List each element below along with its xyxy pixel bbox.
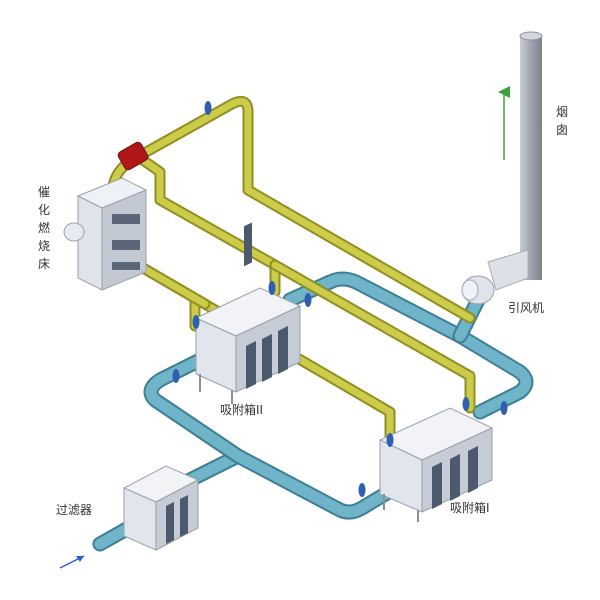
chimney <box>487 31 543 291</box>
valve <box>204 101 212 115</box>
svg-text:化: 化 <box>38 203 50 217</box>
svg-text:催: 催 <box>38 185 50 199</box>
adsorber-1 <box>378 407 494 522</box>
label-adsorber-2: 吸附箱II <box>220 402 263 417</box>
induced-draft-fan <box>461 275 495 305</box>
label-fan: 引风机 <box>508 301 544 315</box>
valve <box>268 281 276 295</box>
catalytic-bed <box>63 177 148 291</box>
label-chimney: 烟 囱 <box>556 105 568 137</box>
filter <box>122 465 200 551</box>
valve <box>304 293 312 307</box>
label-catalytic-bed: 催 化 燃 烧 床 <box>38 185 50 271</box>
svg-text:烧: 烧 <box>38 239 50 253</box>
heater <box>117 141 149 171</box>
label-adsorber-1: 吸附箱I <box>450 500 490 515</box>
inlet-arrow <box>59 555 85 569</box>
valve <box>358 483 366 497</box>
valve <box>192 315 200 329</box>
valves <box>172 101 508 497</box>
label-filter: 过滤器 <box>56 503 92 517</box>
blue-pipe-network <box>92 271 534 552</box>
valve <box>462 397 470 411</box>
valve <box>172 369 180 383</box>
svg-text:床: 床 <box>38 257 50 271</box>
valve <box>500 401 508 415</box>
adsorber-2 <box>194 222 302 404</box>
svg-text:烟: 烟 <box>556 105 568 119</box>
svg-text:燃: 燃 <box>38 220 50 235</box>
valve <box>386 433 394 447</box>
svg-text:囱: 囱 <box>556 123 568 137</box>
